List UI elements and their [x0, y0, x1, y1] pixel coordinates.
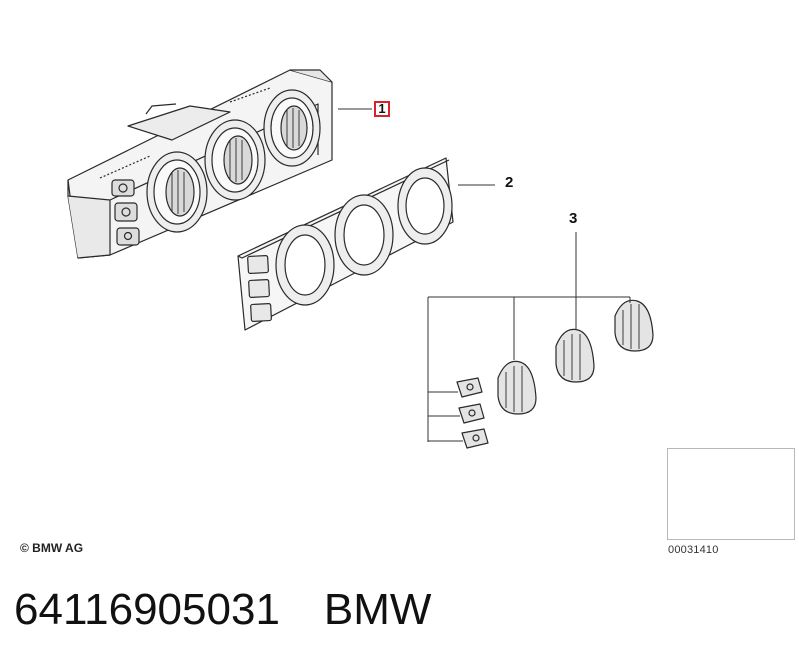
brand-name: BMW [323, 585, 432, 634]
front-trim-plate [237, 157, 454, 331]
part-number: 64116905031 [14, 585, 280, 634]
callout-3: 3 [569, 210, 578, 227]
knob-set [456, 299, 654, 449]
copyright-notice: © BMW AG [20, 541, 84, 555]
control-panel-assembly [67, 69, 333, 259]
thumbnail-code: 00031410 [668, 544, 719, 556]
leader-lines [338, 108, 631, 442]
thumbnail-frame [667, 448, 795, 540]
callout-1: 1 [374, 101, 390, 117]
callout-2: 2 [505, 174, 514, 191]
part-info: 64116905031 BMW [14, 585, 431, 635]
